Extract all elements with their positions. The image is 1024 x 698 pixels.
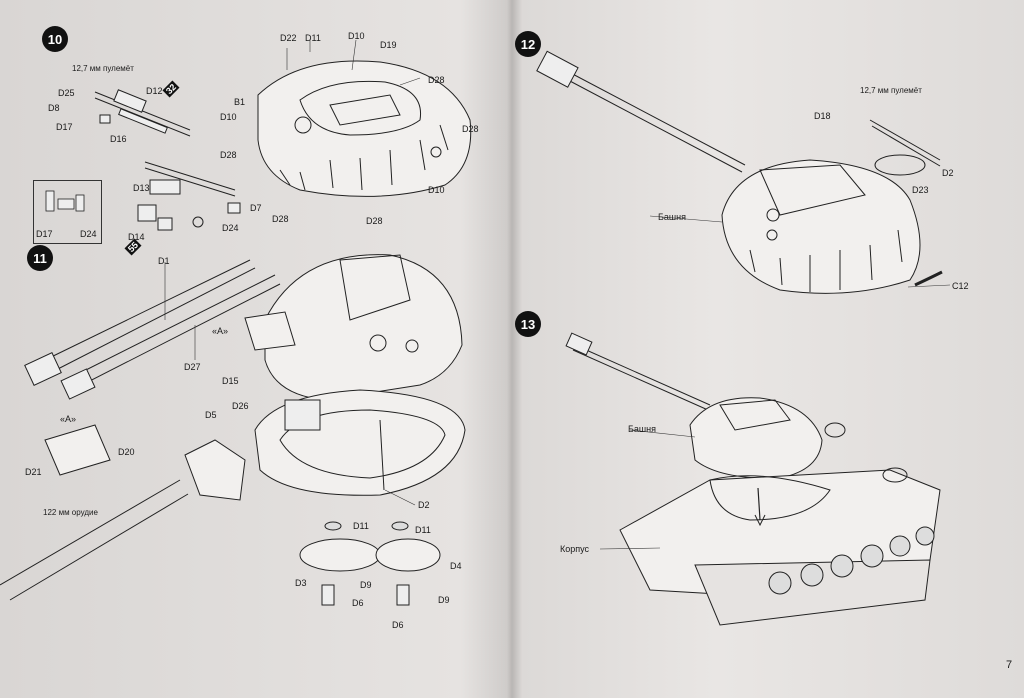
turret-label-step12: Башня — [658, 212, 686, 222]
step-10-mg-caption: 12,7 мм пулемёт — [72, 64, 134, 73]
part-label: D17 — [36, 229, 53, 239]
part-label: D10 — [348, 31, 365, 41]
hull-label: Корпус — [560, 544, 590, 554]
step-12-mg-caption: 12,7 мм пулемёт — [860, 86, 922, 95]
part-label: D28 — [272, 214, 289, 224]
tank-illustration-step13 — [565, 332, 941, 626]
part-label: D23 — [912, 185, 929, 195]
part-label: D24 — [222, 223, 239, 233]
part-label: D5 — [205, 410, 217, 420]
part-label: D7 — [250, 203, 262, 213]
part-label: D11 — [305, 33, 321, 43]
part-label: D22 — [280, 33, 297, 43]
part-label: D10 — [428, 185, 445, 195]
part-label: D25 — [58, 88, 75, 98]
step-10-number: 10 — [42, 26, 68, 52]
part-label: D24 — [80, 229, 97, 239]
detail-inset-drawing — [45, 190, 85, 212]
marker-a: «A» — [212, 326, 229, 336]
part-label: C12 — [952, 281, 969, 291]
step-11-number: 11 — [27, 245, 53, 271]
right-page-drawings — [536, 50, 951, 626]
right-page: 12 12,7 мм пулемёт D18 D2 D23 Башня C12 … — [510, 0, 1024, 698]
part-label: D8 — [48, 103, 60, 113]
step-12-number: 12 — [515, 31, 541, 57]
part-label: D2 — [942, 168, 954, 178]
part-label: D28 — [428, 75, 445, 85]
part-label: B1 — [234, 97, 246, 107]
part-label: D12 — [146, 86, 163, 96]
page-number: 7 — [1006, 659, 1013, 671]
part-label: D4 — [450, 561, 462, 571]
part-label: D26 — [232, 401, 249, 411]
part-label: D27 — [184, 362, 201, 372]
part-label: D20 — [118, 447, 135, 457]
step-13-number: 13 — [515, 311, 541, 337]
part-label: D1 — [158, 256, 170, 266]
left-page: 10 12,7 мм пулемёт 32 D22 D11 D10 D19 D2… — [0, 0, 508, 698]
part-label: D9 — [438, 595, 450, 605]
part-label: D16 — [110, 134, 127, 144]
machine-gun-illustration-step10 — [94, 89, 241, 231]
part-label: D11 — [415, 525, 431, 535]
part-label: D18 — [814, 111, 831, 121]
part-label: D14 — [128, 232, 145, 242]
part-label: D2 — [418, 500, 430, 510]
part-label: D28 — [220, 150, 237, 160]
part-label: D19 — [380, 40, 397, 50]
gun-caption: 122 мм орудие — [43, 508, 98, 517]
part-label: D28 — [366, 216, 383, 226]
part-label: D28 — [462, 124, 479, 134]
part-label: D6 — [392, 620, 404, 630]
part-label: D3 — [295, 578, 307, 588]
part-label: D11 — [353, 521, 369, 531]
turret-illustration-step11 — [254, 254, 466, 496]
barrel-illustration-step11 — [0, 259, 296, 601]
left-page-drawings — [0, 39, 472, 606]
part-label: D13 — [133, 183, 150, 193]
part-label: D15 — [222, 376, 239, 386]
turret-label-step13: Башня — [628, 424, 656, 434]
part-label: D6 — [352, 598, 364, 608]
part-label: D17 — [56, 122, 73, 132]
hatch-illustration-step11 — [299, 521, 441, 606]
part-label: D9 — [360, 580, 372, 590]
part-label: D10 — [220, 112, 237, 122]
turret-illustration-step12 — [536, 50, 943, 294]
detail-inset — [33, 180, 102, 244]
marker-a-2: «A» — [60, 414, 77, 424]
turret-illustration-step10 — [257, 60, 472, 197]
part-label: D21 — [25, 467, 42, 477]
